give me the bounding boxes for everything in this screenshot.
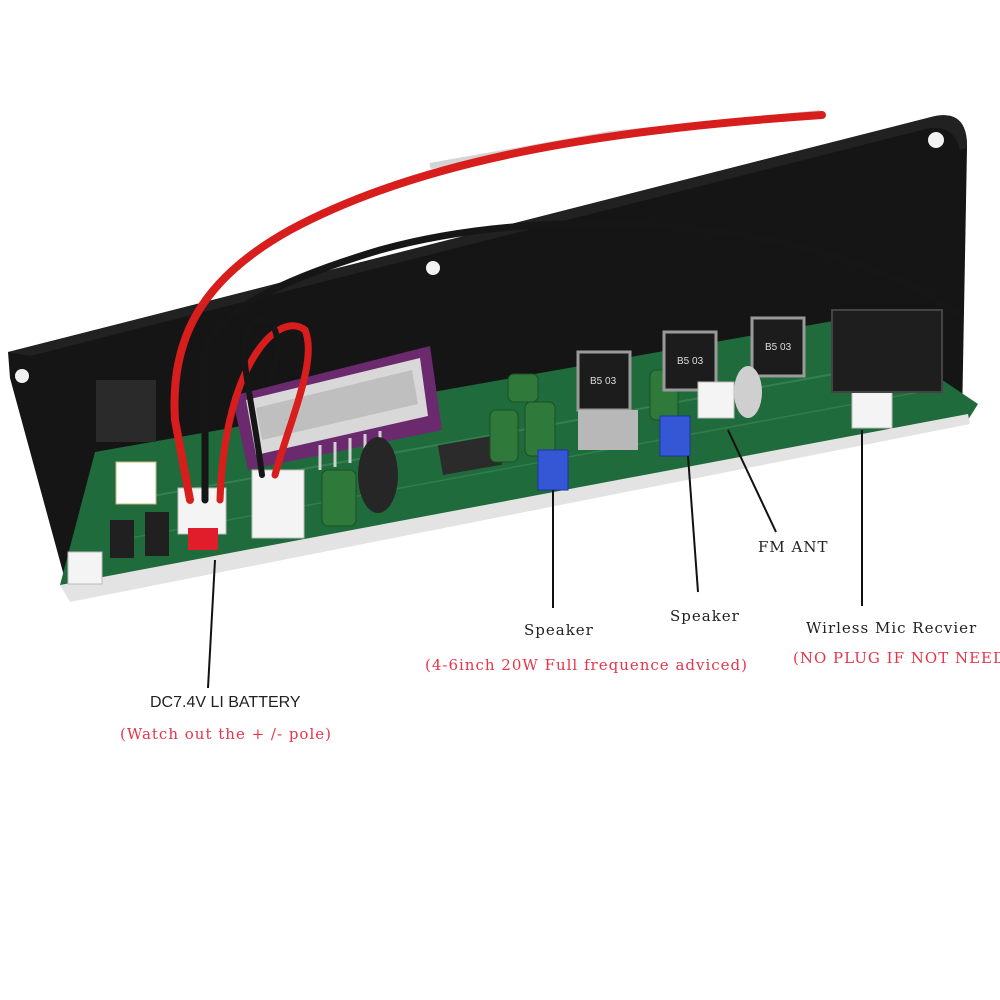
black-wire	[201, 219, 964, 504]
speaker-right-label: Speaker	[670, 607, 740, 625]
usb-port-left: B5 03	[576, 350, 638, 450]
speaker-left-label: Speaker	[524, 621, 594, 639]
speaker-left-note: (4-6inch 20W Full frequence adviced)	[425, 656, 748, 674]
mic-receiver-jack	[831, 309, 943, 393]
battery-connector	[67, 380, 305, 585]
svg-text:B5 03: B5 03	[590, 376, 617, 387]
usb-port-right: B5 03	[750, 316, 806, 378]
fm-capacitor	[734, 366, 762, 418]
mic-receiver-label: Wirless Mic Recvier	[806, 619, 978, 637]
usb-port-mid: B5 03	[662, 330, 718, 392]
fm-antenna-connector	[697, 381, 735, 419]
fm-ant-label: FM ANT	[758, 538, 829, 556]
battery-label: DC7.4V LI BATTERY	[150, 694, 301, 711]
speaker-connector-left	[537, 449, 569, 491]
chip	[437, 435, 503, 475]
red-wire	[170, 111, 826, 504]
mounting-hole	[426, 261, 440, 275]
svg-text:B5 03: B5 03	[677, 356, 704, 367]
speaker-right-leader-line	[687, 455, 699, 593]
red-wire-2	[216, 322, 312, 504]
fm-ant-leader-line	[727, 429, 777, 533]
inductor	[358, 437, 398, 513]
mounting-hole	[928, 132, 944, 148]
battery-leader-line	[207, 559, 216, 689]
mic-receiver-note: (NO PLUG IF NOT NEED)	[793, 649, 1000, 667]
mounting-hole	[15, 369, 29, 383]
capacitors	[321, 369, 679, 527]
speaker-connector-right	[659, 415, 691, 457]
black-wire-2	[241, 316, 281, 478]
battery-note: (Watch out the + /- pole)	[120, 725, 332, 743]
svg-text:B5 03: B5 03	[765, 342, 792, 353]
